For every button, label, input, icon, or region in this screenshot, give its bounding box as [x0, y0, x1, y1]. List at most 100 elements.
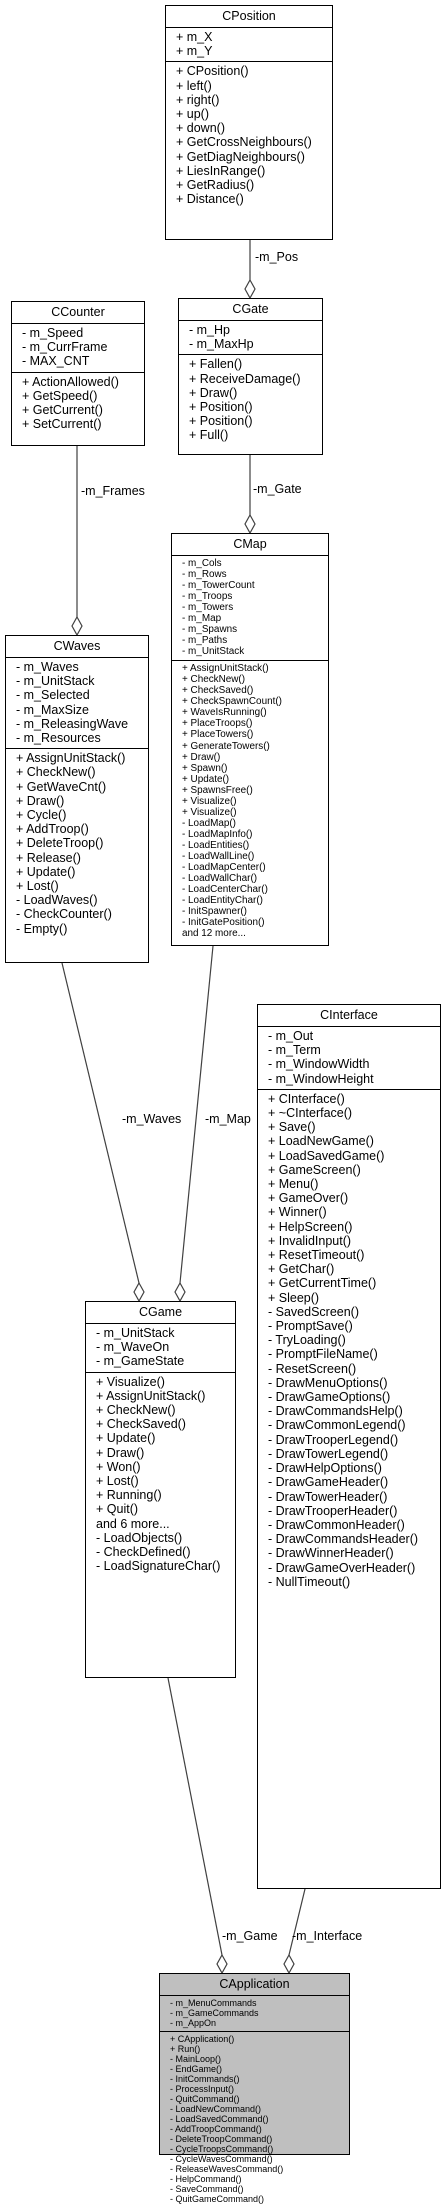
class-cgame[interactable]: CGame - m_UnitStack- m_WaveOn- m_GameSta… — [85, 1301, 236, 1678]
class-method: - CheckDefined() — [96, 1545, 191, 1560]
attributes-section: - m_Cols- m_Rows- m_TowerCount- m_Troops… — [172, 556, 328, 660]
class-method: + AddTroop() — [16, 822, 89, 837]
class-method: - DrawTowerLegend() — [268, 1446, 389, 1461]
class-method: + InvalidInput() — [268, 1233, 352, 1248]
class-method: + Visualize() — [182, 795, 237, 807]
class-attribute: + m_Y — [176, 44, 213, 59]
class-method: + up() — [176, 107, 210, 122]
class-attribute: - m_WindowHeight — [268, 1071, 374, 1086]
methods-section: + CInterface()+ ~CInterface()+ Save()+ L… — [258, 1088, 440, 1592]
class-method: + GetDiagNeighbours() — [176, 149, 305, 164]
class-method: + LoadNewGame() — [268, 1134, 374, 1149]
class-name: CCounter — [12, 302, 144, 324]
attributes-section: - m_UnitStack- m_WaveOn- m_GameState — [86, 1324, 235, 1372]
class-method: + Quit() — [96, 1502, 139, 1517]
class-method: - PromptSave() — [268, 1319, 353, 1334]
class-method: + AssignUnitStack() — [16, 751, 126, 766]
class-method: + Cycle() — [16, 808, 67, 823]
class-cgate[interactable]: CGate - m_Hp- m_MaxHp + Fallen()+ Receiv… — [178, 298, 323, 455]
class-method: + GetWaveCnt() — [16, 779, 107, 794]
class-method: + Winner() — [268, 1205, 327, 1220]
class-attribute: - MAX_CNT — [22, 354, 90, 369]
class-method: + Fallen() — [189, 357, 243, 372]
class-method: - LoadEntities() — [182, 839, 250, 851]
class-method: + CheckSpawnCount() — [182, 696, 282, 708]
edge-map — [179, 945, 214, 1284]
class-method: + ~CInterface() — [268, 1106, 353, 1121]
class-cposition[interactable]: CPosition + m_X+ m_Y + CPosition()+ left… — [165, 5, 333, 240]
class-method: + GameScreen() — [268, 1162, 361, 1177]
class-method: - SavedScreen() — [268, 1304, 360, 1319]
diamond-interface — [283, 1953, 295, 1975]
methods-section: + Visualize()+ AssignUnitStack()+ CheckN… — [86, 1371, 235, 1577]
class-attribute: - m_GameState — [96, 1354, 185, 1369]
attributes-section: + m_X+ m_Y — [166, 28, 332, 61]
class-attribute: - m_Term — [268, 1043, 321, 1058]
diamond-gate — [244, 513, 256, 535]
class-method: + AssignUnitStack() — [96, 1388, 206, 1403]
class-method: + PlaceTowers() — [182, 729, 254, 741]
class-method: - DrawTrooperLegend() — [268, 1432, 399, 1447]
class-method: - LoadMapInfo() — [182, 828, 253, 840]
class-method: + Update() — [16, 864, 76, 879]
class-method: - DrawGameOptions() — [268, 1390, 391, 1405]
class-method: - DrawWinnerHeader() — [268, 1546, 394, 1561]
class-name: CGate — [179, 299, 322, 321]
class-name: CApplication — [160, 1974, 349, 1996]
class-method: - DrawCommonLegend() — [268, 1418, 406, 1433]
methods-section: + CPosition()+ left()+ right()+ up()+ do… — [166, 61, 332, 209]
class-method: - LoadWallLine() — [182, 850, 255, 862]
edge-label-gate: -m_Gate — [253, 482, 302, 496]
edge-label-game: -m_Game — [222, 1929, 278, 1943]
class-method: + Position() — [189, 414, 253, 429]
class-attribute: - m_WindowWidth — [268, 1057, 370, 1072]
class-method: - DrawCommonHeader() — [268, 1517, 405, 1532]
class-method: + Release() — [16, 850, 81, 865]
attributes-section: - m_MenuCommands- m_GameCommands- m_AppO… — [160, 1996, 349, 2031]
class-attribute: - m_Out — [268, 1029, 314, 1043]
class-ccounter[interactable]: CCounter - m_Speed- m_CurrFrame- MAX_CNT… — [11, 301, 145, 446]
class-cmap[interactable]: CMap - m_Cols- m_Rows- m_TowerCount- m_T… — [171, 533, 329, 946]
class-method: + GetRadius() — [176, 178, 255, 193]
class-method: + Won() — [96, 1459, 141, 1474]
class-method: + Draw() — [96, 1445, 145, 1460]
class-cwaves[interactable]: CWaves - m_Waves- m_UnitStack- m_Selecte… — [5, 635, 149, 963]
class-method: - DrawGameHeader() — [268, 1475, 389, 1490]
class-method: - LoadEntityChar() — [182, 894, 263, 906]
class-method: + Save() — [268, 1120, 316, 1135]
class-method: + LoadSavedGame() — [268, 1148, 385, 1163]
class-method: - CycleWavesCommand() — [170, 2154, 273, 2164]
methods-section: + AssignUnitStack()+ CheckNew()+ CheckSa… — [172, 660, 328, 942]
class-attribute: + m_X — [176, 30, 213, 44]
class-method: - LoadMap() — [182, 817, 236, 829]
class-name: CMap — [172, 534, 328, 556]
class-attribute: - m_UnitStack — [182, 646, 245, 658]
class-attribute: - m_CurrFrame — [22, 340, 108, 355]
class-cinterface[interactable]: CInterface - m_Out- m_Term- m_WindowWidt… — [257, 1004, 441, 1889]
class-name: CPosition — [166, 6, 332, 28]
class-method: + Draw() — [189, 385, 238, 400]
class-method: - Empty() — [16, 921, 68, 936]
class-method: + GetCrossNeighbours() — [176, 135, 312, 150]
class-name: CInterface — [258, 1005, 440, 1027]
diamond-waves — [133, 1281, 145, 1303]
class-attribute: - m_Selected — [16, 688, 90, 703]
class-method: + down() — [176, 121, 225, 136]
class-method: - InitGatePosition() — [182, 917, 265, 928]
class-capplication[interactable]: CApplication - m_MenuCommands- m_GameCom… — [159, 1973, 350, 2204]
class-method: + ResetTimeout() — [268, 1248, 365, 1263]
class-method: - DeleteTroopCommand() — [170, 2134, 273, 2144]
class-attribute: - m_MaxSize — [16, 702, 89, 717]
attributes-section: - m_Hp- m_MaxHp — [179, 321, 322, 354]
class-method: + Running() — [96, 1488, 162, 1503]
class-method: - PromptFileName() — [268, 1347, 378, 1362]
class-method: + GetChar() — [268, 1262, 335, 1277]
class-method: and 12 more... — [182, 928, 246, 940]
class-method: + GetSpeed() — [22, 388, 98, 403]
class-attribute: - m_UnitStack — [96, 1326, 175, 1340]
class-method: + Run() — [170, 2044, 201, 2054]
class-method: - ReleaseWavesCommand() — [170, 2164, 284, 2174]
class-method: - CheckCounter() — [16, 907, 112, 922]
class-name: CGame — [86, 1302, 235, 1324]
class-method: - MainLoop() — [170, 2054, 222, 2064]
